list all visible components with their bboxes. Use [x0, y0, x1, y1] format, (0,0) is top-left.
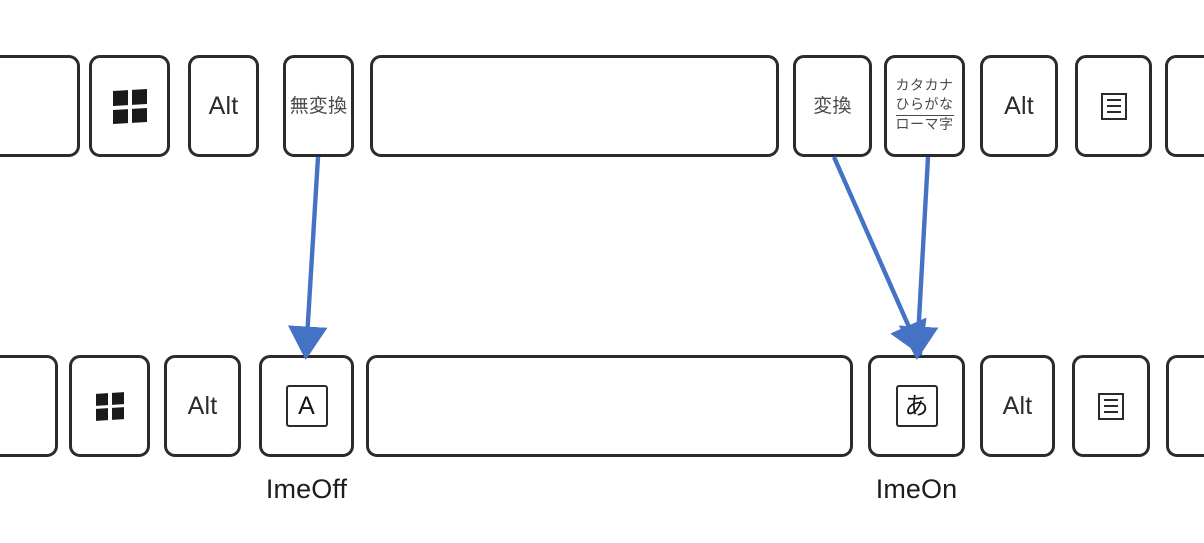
key-context-menu-top[interactable]	[1075, 55, 1152, 157]
key-label-alt-right-top: Alt	[1004, 91, 1034, 120]
key-alt-left-bottom[interactable]: Alt	[164, 355, 241, 457]
legend-line-hiragana: ひらがな	[895, 96, 954, 117]
key-left-partial-top	[0, 55, 80, 157]
key-alt-right-top[interactable]: Alt	[980, 55, 1058, 157]
key-label-alt-left-bottom: Alt	[187, 391, 218, 420]
key-space-bottom[interactable]	[366, 355, 853, 457]
key-label-alt-left-top: Alt	[208, 91, 239, 120]
key-label-katakana-stack: カタカナ ひらがな ローマ字	[895, 77, 954, 134]
key-ime-off[interactable]: A	[259, 355, 354, 457]
context-menu-icon	[1098, 392, 1124, 420]
caption-ime-on: ImeOn	[875, 474, 958, 504]
arrow-muhenkan-to-imeoff	[287, 156, 328, 360]
key-label-alt-right-bottom: Alt	[1002, 391, 1033, 420]
ime-on-glyph: あ	[904, 392, 929, 420]
caption-ime-off: ImeOff	[265, 474, 348, 504]
key-label-henkan: 変換	[813, 94, 852, 117]
ime-off-glyph: A	[298, 391, 315, 420]
key-alt-right-bottom[interactable]: Alt	[980, 355, 1055, 457]
key-windows-bottom[interactable]	[69, 355, 150, 457]
key-katakana-hiragana-romaji[interactable]: カタカナ ひらがな ローマ字	[884, 55, 965, 157]
legend-line-katakana: カタカナ	[895, 78, 954, 95]
context-menu-icon	[1100, 92, 1127, 120]
key-ime-on[interactable]: あ	[868, 355, 965, 457]
key-alt-left-top[interactable]: Alt	[188, 55, 259, 157]
arrow-kana-to-imeon	[898, 156, 939, 360]
key-right-partial-bottom	[1166, 355, 1204, 457]
key-right-partial-top	[1165, 55, 1204, 157]
arrow-henkan-to-imeon	[831, 156, 927, 357]
windows-logo-icon	[112, 88, 147, 124]
windows-logo-icon	[95, 391, 124, 421]
key-muhenkan[interactable]: 無変換	[283, 55, 354, 157]
key-left-partial-bottom	[0, 355, 58, 457]
legend-line-romaji: ローマ字	[895, 117, 954, 134]
ime-off-indicator: A	[285, 385, 328, 427]
key-space-top[interactable]	[370, 55, 779, 157]
key-context-menu-bottom[interactable]	[1072, 355, 1150, 457]
ime-on-indicator: あ	[895, 385, 938, 427]
key-label-muhenkan: 無変換	[289, 94, 348, 117]
key-windows-top[interactable]	[89, 55, 170, 157]
key-henkan[interactable]: 変換	[793, 55, 872, 157]
